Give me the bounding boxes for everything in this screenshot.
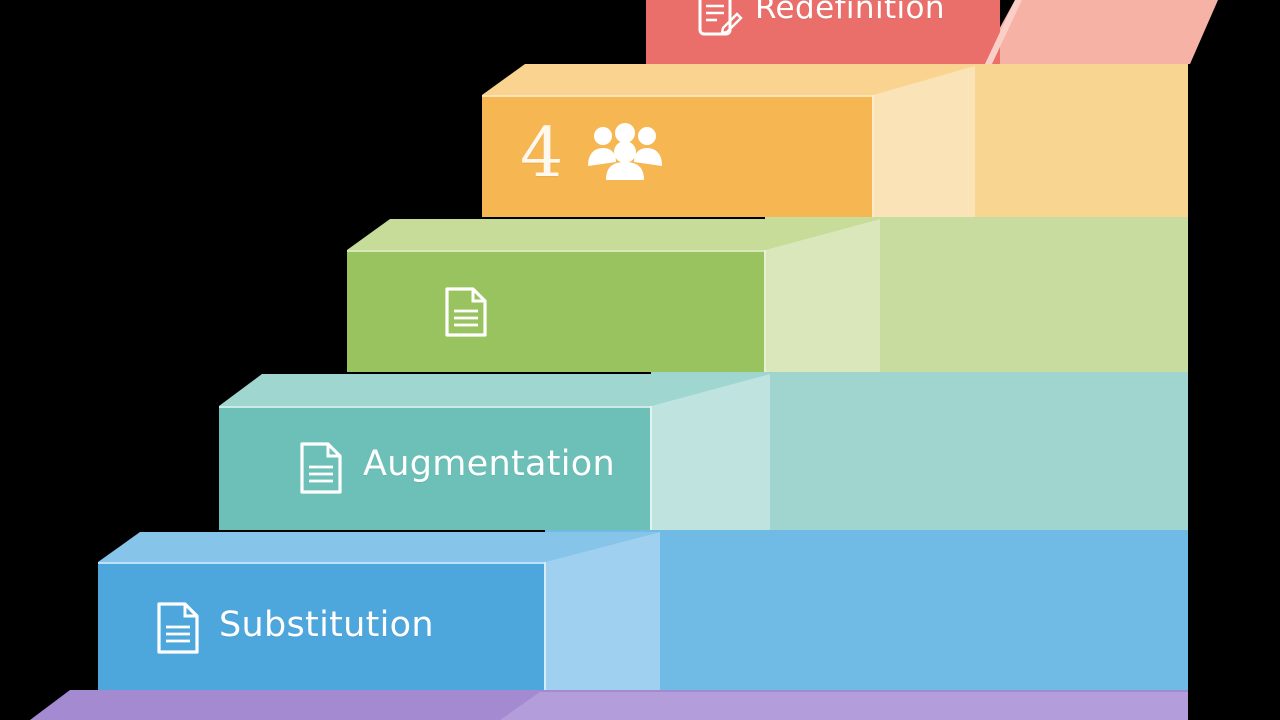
- step-augmentation-label: Augmentation: [363, 444, 615, 484]
- step-augmentation: [219, 372, 1188, 530]
- step-green-top: [347, 219, 880, 250]
- step-redefinition-side: [980, 0, 1218, 64]
- step-redefinition: [646, 0, 1218, 64]
- step-augmentation-side-light: [651, 374, 770, 530]
- step-base-side: [500, 692, 1188, 720]
- document-icon: [155, 600, 201, 656]
- step-redefinition-front: [646, 0, 1000, 64]
- step-orange: [482, 64, 1188, 217]
- document-icon: [443, 285, 489, 339]
- step-orange-number: 4: [520, 114, 564, 193]
- step-substitution-back: [545, 530, 1188, 690]
- edit-document-icon: [697, 0, 743, 40]
- step-base: [30, 690, 1188, 720]
- step-augmentation-back: [651, 372, 1188, 530]
- step-green: [347, 217, 1188, 372]
- users-group-icon: [586, 122, 664, 184]
- step-orange-top: [482, 64, 975, 95]
- step-substitution-side-light: [545, 532, 660, 690]
- step-redefinition-label: Redefinition: [755, 0, 945, 26]
- step-substitution: [98, 530, 1188, 690]
- step-orange-side-light: [873, 66, 975, 217]
- step-redefinition-front-edge: [985, 0, 1022, 64]
- document-icon: [298, 440, 344, 496]
- step-substitution-top: [98, 532, 660, 562]
- step-green-front: [347, 250, 765, 372]
- step-augmentation-top: [219, 374, 770, 406]
- step-substitution-label: Substitution: [219, 605, 434, 645]
- step-green-side-light: [765, 219, 880, 372]
- step-augmentation-front: [219, 406, 651, 530]
- step-orange-front: [482, 95, 873, 217]
